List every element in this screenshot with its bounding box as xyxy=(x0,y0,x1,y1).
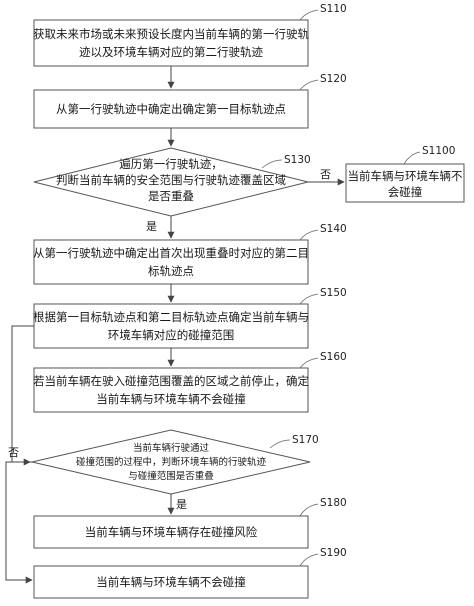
step-label-s180: S180 xyxy=(320,497,347,509)
node-s170-line-2: 碰撞范围的过程中，判断环境车辆的行驶轨迹 xyxy=(76,456,267,468)
step-label-s170: S170 xyxy=(292,434,319,446)
step-label-s150: S150 xyxy=(320,287,347,299)
node-s120-line-1: 从第一行驶轨迹中确定出确定第一目标轨迹点 xyxy=(56,102,286,116)
node-s130: 遍历第一行驶轨迹， 判断当前车辆的安全范围与行驶轨迹覆盖区域 是否重叠 S130 xyxy=(33,147,311,217)
node-s170: 当前车辆行驶通过 碰撞范围的过程中，判断环境车辆的行驶轨迹 与碰撞范围是否重叠 … xyxy=(31,429,319,495)
node-s120: 从第一行驶轨迹中确定出确定第一目标轨迹点 S120 xyxy=(33,73,347,129)
step-label-s160: S160 xyxy=(320,351,347,363)
node-s180: 当前车辆与环境车辆存在碰撞风险 S180 xyxy=(33,497,347,549)
step-label-s130: S130 xyxy=(284,154,311,166)
node-s180-line-1: 当前车辆与环境车辆存在碰撞风险 xyxy=(85,525,258,539)
node-s1100: 当前车辆与环境车辆不 会碰撞 S1100 xyxy=(345,145,465,203)
node-s160-line-1: 若当前车辆在驶入碰撞范围覆盖的区域之前停止，确定 xyxy=(33,374,309,388)
node-s1100-line-1: 当前车辆与环境车辆不 xyxy=(348,169,463,183)
node-s140-line-1: 从第一行驶轨迹中确定出首次出现重叠时对应的第二目 xyxy=(33,246,309,260)
branch-label-s130-no: 否 xyxy=(320,168,331,181)
step-label-s110: S110 xyxy=(320,3,347,15)
node-s110-line-2: 迹以及环境车辆对应的第二行驶轨迹 xyxy=(79,45,263,59)
node-s150-line-2: 环境车辆对应的碰撞范围 xyxy=(108,328,235,342)
node-s130-line-1: 遍历第一行驶轨迹， xyxy=(119,157,223,171)
node-s160: 若当前车辆在驶入碰撞范围覆盖的区域之前停止，确定 当前车辆与环境车辆不会碰撞 S… xyxy=(33,351,347,413)
node-s130-line-3: 是否重叠 xyxy=(148,189,194,203)
step-label-s140: S140 xyxy=(320,223,347,235)
edge-s170-s190-no xyxy=(5,461,33,584)
node-s130-line-2: 判断当前车辆的安全范围与行驶轨迹覆盖区域 xyxy=(56,173,286,187)
node-s140-line-2: 标轨迹点 xyxy=(148,264,194,278)
node-s140: 从第一行驶轨迹中确定出首次出现重叠时对应的第二目 标轨迹点 S140 xyxy=(33,223,347,285)
branch-label-s170-no: 否 xyxy=(8,446,19,459)
branch-label-s130-yes: 是 xyxy=(146,220,157,233)
node-s150: 根据第一目标轨迹点和第二目标轨迹点确定当前车辆与 环境车辆对应的碰撞范围 S15… xyxy=(33,287,347,349)
step-label-s120: S120 xyxy=(320,73,347,85)
node-s170-line-1: 当前车辆行驶通过 xyxy=(133,442,210,454)
node-s110: 获取未来市场或未来预设长度内当前车辆的第一行驶轨 迹以及环境车辆对应的第二行驶轨… xyxy=(33,3,347,67)
node-s1100-line-2: 会碰撞 xyxy=(388,185,423,199)
node-s110-line-1: 获取未来市场或未来预设长度内当前车辆的第一行驶轨 xyxy=(33,27,309,41)
node-s160-line-2: 当前车辆与环境车辆不会碰撞 xyxy=(96,392,246,406)
branch-label-s170-yes: 是 xyxy=(176,498,187,511)
node-s190: 当前车辆与环境车辆不会碰撞 S190 xyxy=(33,547,347,599)
step-label-s190: S190 xyxy=(320,547,347,559)
edge-s150-s170-loop xyxy=(11,325,34,466)
node-s150-line-1: 根据第一目标轨迹点和第二目标轨迹点确定当前车辆与 xyxy=(33,310,309,324)
node-s170-line-3: 与碰撞范围是否重叠 xyxy=(128,470,214,482)
step-label-s1100: S1100 xyxy=(422,145,455,157)
node-s190-line-1: 当前车辆与环境车辆不会碰撞 xyxy=(96,575,246,589)
